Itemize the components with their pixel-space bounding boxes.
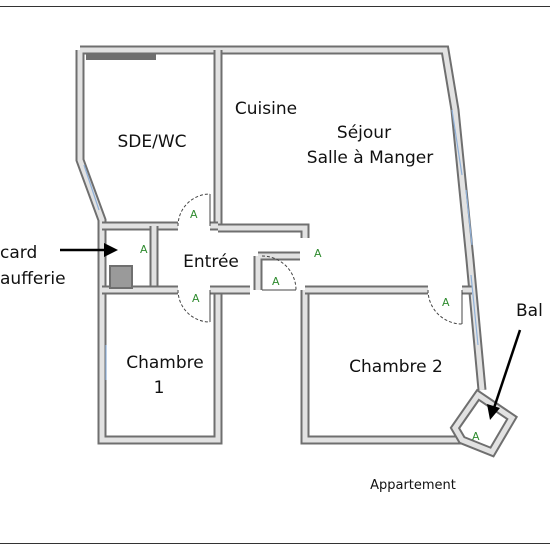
door-tag-entree: A (272, 275, 280, 288)
walls (75, 45, 519, 458)
room-label-chambre2: Chambre 2 (349, 357, 443, 377)
side-label-placard: card (0, 243, 37, 263)
balcon-arrow (487, 329, 522, 420)
plan-caption: Appartement (370, 478, 456, 493)
door-tag-chambre2: A (442, 296, 450, 309)
side-label-balcon: Bal (516, 301, 543, 321)
room-label-salle-a-manger: Salle à Manger (307, 148, 433, 168)
door-tag-sejour: A (314, 247, 322, 260)
room-label-entree: Entrée (183, 252, 239, 272)
room-label-chambre1: Chambre (126, 353, 204, 373)
room-label-sde-wc: SDE/WC (117, 132, 186, 152)
doors (177, 193, 463, 325)
door-tags: A A A A A A A (140, 208, 480, 443)
door-tag-balcon: A (472, 430, 480, 443)
door-tag-sde: A (190, 208, 198, 221)
door-tag-chambre1: A (192, 292, 200, 305)
windows (83, 109, 479, 380)
room-label-cuisine: Cuisine (235, 99, 297, 119)
room-label-chambre1-number: 1 (154, 378, 165, 398)
door-tag-placard: A (140, 243, 148, 256)
side-label-chaufferie: aufferie (0, 269, 66, 289)
placard-arrow (60, 243, 118, 257)
room-label-sejour: Séjour (337, 123, 391, 143)
